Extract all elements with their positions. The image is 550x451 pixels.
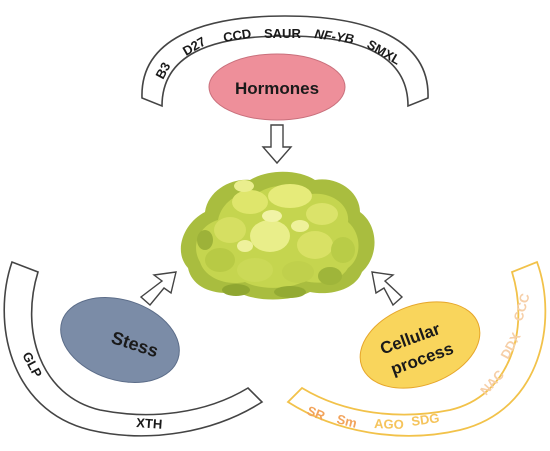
callus-illustration [180, 171, 375, 300]
stress-gene-label: XTH [136, 415, 163, 432]
cellular-gene-arc [286, 260, 547, 437]
cellular-gene-label: AGO [374, 416, 404, 432]
cellular-arrow [371, 271, 404, 307]
stress-ellipse [60, 297, 180, 383]
hormones-label: Hormones [235, 79, 319, 98]
cellular-gene-label: SR [305, 403, 328, 424]
hormones-gene-label: B3 [152, 60, 173, 82]
stress-gene-arc [3, 260, 264, 437]
cellular-gene-label: Sm [335, 411, 358, 430]
hormones-ellipse [208, 53, 346, 121]
hormones-gene-arc [141, 15, 429, 108]
hormones-gene-label: NF-YB [314, 26, 355, 46]
cellular-ellipse [359, 301, 481, 389]
hormones-gene-label: SAUR [264, 26, 301, 41]
hormones-arrow [261, 124, 293, 165]
hormones-gene-label: CCD [222, 26, 252, 45]
stress-arrow [139, 271, 177, 307]
cellular-gene-label: SDG [410, 410, 440, 429]
